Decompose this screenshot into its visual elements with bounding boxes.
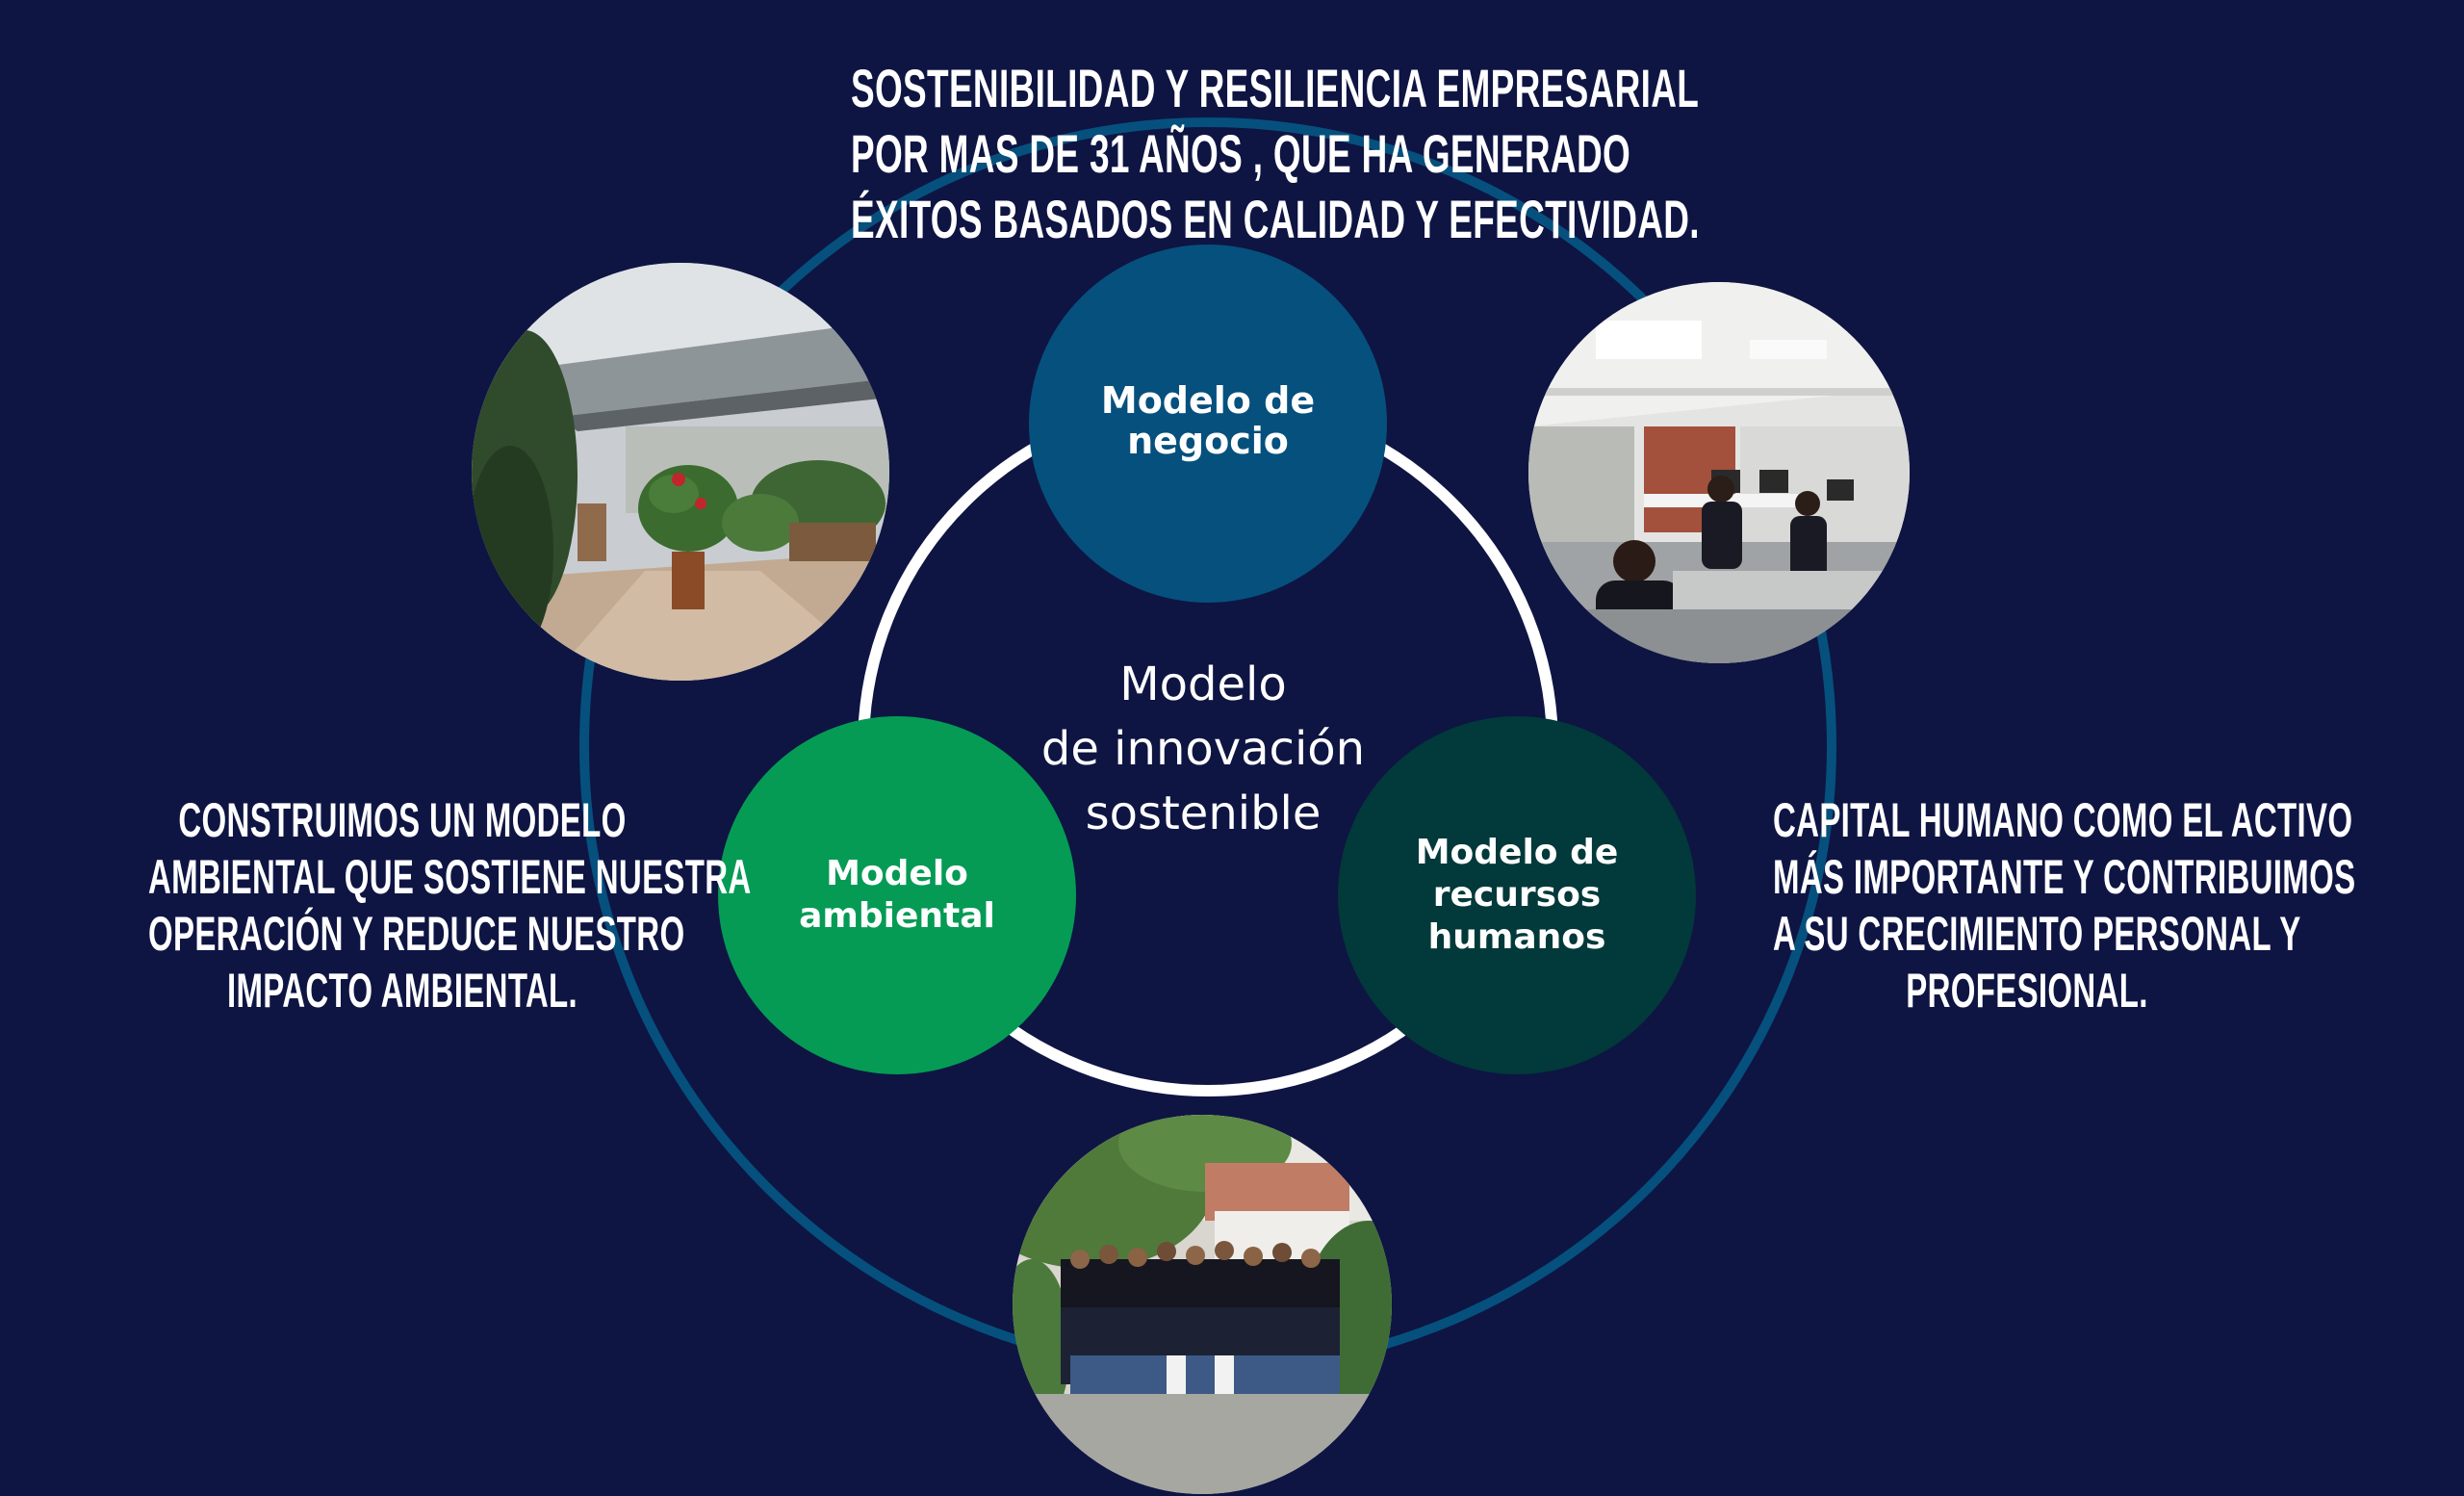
caption-right-line: Capital humano como el activo [1773, 793, 2353, 847]
caption-left-line: ambiental que sostiene nuestra [148, 850, 752, 904]
caption-top-line: Sostenibilidad y resiliencia empresarial [851, 58, 1700, 118]
terrace-garden-photo [472, 263, 889, 681]
office-workers-photo [1528, 282, 1910, 663]
caption-right-line: a su crecimiento personal y [1773, 907, 2301, 961]
caption-top-line: éxitos basados en calidad y efectividad. [851, 189, 1700, 249]
team-group-photo [1013, 1115, 1392, 1494]
caption-right-line: profesional. [1906, 964, 2148, 1018]
caption-right: Capital humano como el activo más import… [1773, 792, 2356, 1019]
caption-left-line: operación y reduce nuestro [148, 907, 685, 961]
caption-left: Construimos un modelo ambiental que sost… [148, 792, 752, 1019]
node-business-label: Modelo de negocio [1100, 379, 1316, 462]
node-human-resources-model: Modelo de recursos humanos [1338, 716, 1696, 1074]
node-environmental-model: Modelo ambiental [718, 716, 1076, 1074]
caption-right-line: más importante y contribuimos [1773, 850, 2356, 904]
node-business-model: Modelo de negocio [1029, 245, 1387, 603]
node-human-resources-label: Modelo de recursos humanos [1415, 833, 1619, 957]
caption-left-line: Construimos un modelo [178, 793, 627, 847]
caption-top: Sostenibilidad y resiliencia empresarial… [851, 56, 1700, 252]
center-title: Modelo de innovación sostenible [1040, 658, 1366, 841]
caption-top-line: por mas de 31 años , que ha generado [851, 123, 1631, 184]
node-environmental-label: Modelo ambiental [799, 854, 995, 936]
caption-left-line: impacto ambiental. [226, 964, 578, 1018]
